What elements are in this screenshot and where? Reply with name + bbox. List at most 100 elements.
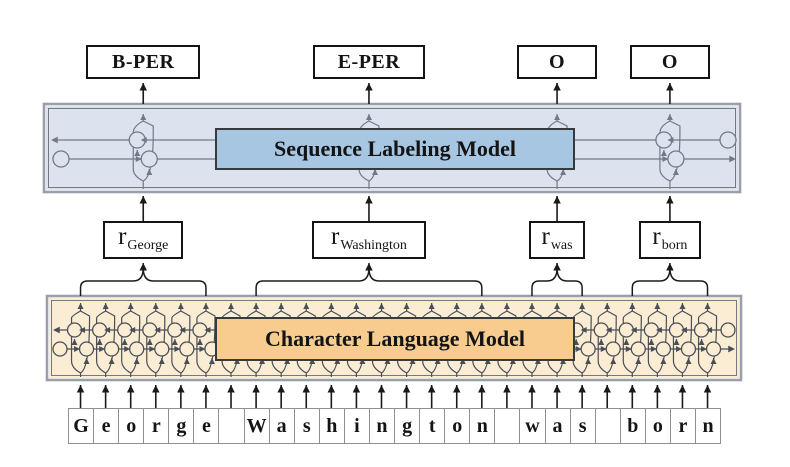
arrowhead — [284, 358, 291, 364]
arrowhead — [672, 169, 679, 175]
arrowhead — [104, 327, 111, 333]
arrowhead — [675, 346, 682, 352]
arrowhead — [174, 346, 181, 352]
arrowhead — [729, 155, 736, 163]
arrowhead — [534, 358, 541, 364]
arrowhead — [149, 346, 156, 352]
arrowhead — [648, 339, 655, 345]
arrowhead — [334, 358, 341, 364]
arrowhead — [133, 358, 140, 364]
arrowhead — [177, 385, 185, 393]
arrowhead — [53, 326, 60, 334]
state-node — [129, 341, 145, 357]
char-box-t: t — [419, 408, 446, 444]
arrowhead — [478, 385, 486, 393]
arrowhead — [553, 196, 561, 204]
state-node — [52, 341, 68, 357]
arrowhead — [135, 156, 142, 162]
char-box-o: o — [118, 408, 145, 444]
sequence-labeling-model-box: Sequence Labeling Model — [215, 128, 575, 170]
arrowhead — [101, 385, 110, 393]
arrowhead — [654, 303, 661, 309]
arrowhead — [204, 327, 211, 333]
arrowhead — [76, 385, 85, 393]
arrowhead — [703, 385, 712, 393]
arrowhead — [667, 137, 674, 143]
arrowhead — [560, 169, 567, 175]
arrowhead — [208, 358, 215, 364]
char-box-i: i — [343, 408, 370, 444]
state-node — [630, 341, 646, 357]
arrowhead — [259, 358, 266, 364]
arrowhead — [553, 385, 561, 393]
char-box-r: r — [669, 408, 696, 444]
arrowhead — [666, 114, 673, 120]
arrowhead — [623, 339, 630, 345]
arrowhead — [353, 303, 360, 309]
char-box-n: n — [695, 408, 722, 444]
arrowhead — [701, 346, 708, 352]
char-box-n: n — [368, 408, 396, 444]
arrowhead — [152, 385, 160, 393]
arrowhead — [51, 136, 58, 144]
char-box-b: b — [619, 408, 646, 444]
character-language-model-box: Character Language Model — [215, 317, 575, 361]
arrowhead — [303, 303, 310, 309]
tag-box-o-3: O — [629, 45, 710, 79]
char-box-G: G — [68, 408, 95, 444]
state-node — [680, 341, 697, 357]
state-node — [580, 341, 596, 357]
arrowhead — [580, 327, 587, 333]
tag-box-e-per-1: E-PER — [312, 45, 425, 79]
arrowhead — [459, 358, 466, 364]
arrowhead — [453, 303, 460, 309]
arrowhead — [139, 263, 147, 271]
arrowhead — [427, 385, 436, 393]
arrowhead — [102, 303, 109, 309]
arrowhead — [428, 303, 435, 309]
char-model-band-inner-border — [51, 300, 737, 376]
arrowhead — [108, 358, 115, 364]
state-node — [78, 341, 95, 357]
state-node — [103, 341, 120, 357]
state-node — [655, 341, 672, 357]
char-model-band-outer-border — [45, 294, 743, 382]
arrowhead — [600, 346, 607, 352]
arrowhead — [666, 263, 674, 271]
arrowhead — [678, 385, 687, 393]
arrowhead — [403, 303, 410, 309]
arrowhead — [77, 303, 84, 309]
arrowhead — [625, 346, 632, 352]
arrowhead — [377, 385, 386, 393]
state-node — [52, 150, 70, 168]
arrowhead — [434, 358, 441, 364]
arrowhead — [653, 385, 662, 393]
arrowhead — [328, 303, 335, 309]
sequence-model-band-outer-border — [42, 102, 742, 194]
arrowhead — [352, 385, 361, 393]
arrowhead — [327, 385, 336, 393]
state-node — [179, 341, 195, 357]
arrowhead — [183, 358, 190, 364]
arrowhead — [158, 358, 165, 364]
arrowhead — [384, 358, 391, 364]
state-node — [667, 150, 685, 168]
arrowhead — [202, 303, 209, 309]
arrowhead — [365, 196, 373, 204]
arrowhead — [603, 385, 611, 393]
arrowhead — [146, 169, 153, 175]
arrowhead — [140, 137, 147, 143]
char-box-g: g — [394, 408, 421, 444]
state-node — [154, 341, 170, 357]
arrowhead — [378, 303, 385, 309]
arrowhead — [409, 358, 416, 364]
arrowhead — [365, 263, 373, 271]
arrowhead — [99, 346, 106, 352]
arrowhead — [605, 327, 612, 333]
char-box-s: s — [293, 408, 320, 444]
arrowhead — [560, 358, 567, 364]
arrowhead — [227, 385, 235, 393]
arrowhead — [679, 303, 686, 309]
